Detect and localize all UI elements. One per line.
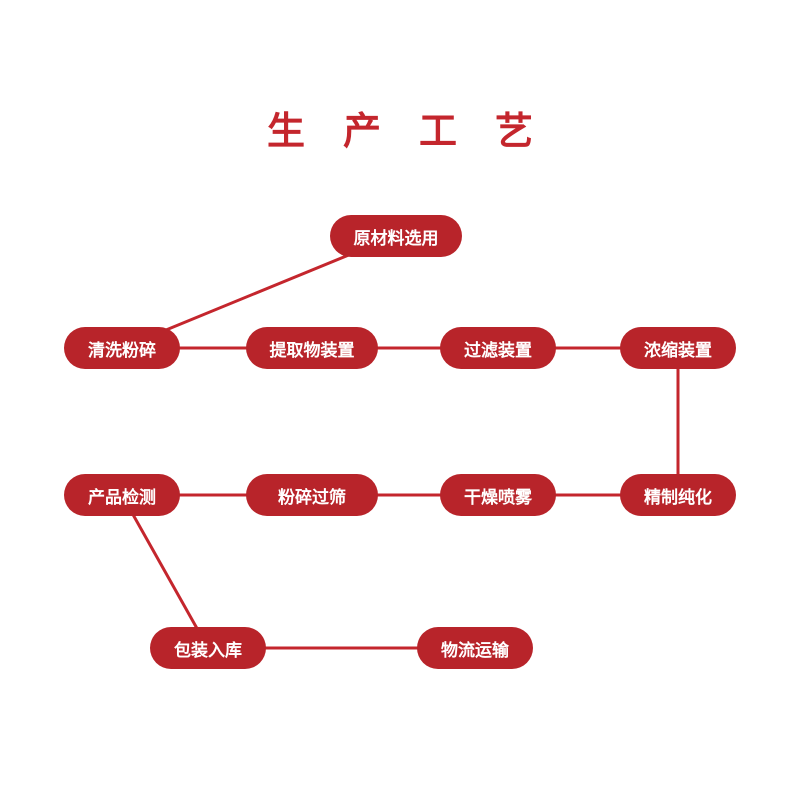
- step-filtration: 过滤装置: [440, 327, 556, 369]
- step-logistics: 物流运输: [417, 627, 533, 669]
- step-crush-sieve: 粉碎过筛: [246, 474, 378, 516]
- step-refine: 精制纯化: [620, 474, 736, 516]
- step-packing: 包装入库: [150, 627, 266, 669]
- step-inspection: 产品检测: [64, 474, 180, 516]
- diagram-title: 生产工艺: [266, 109, 571, 153]
- step-concentration: 浓缩装置: [620, 327, 736, 369]
- step-extraction: 提取物装置: [246, 327, 378, 369]
- step-spray-dry: 干燥喷雾: [440, 474, 556, 516]
- connector-inspect-to-pack: [120, 493, 210, 650]
- step-raw-material: 原材料选用: [330, 215, 462, 257]
- step-wash-crush: 清洗粉碎: [64, 327, 180, 369]
